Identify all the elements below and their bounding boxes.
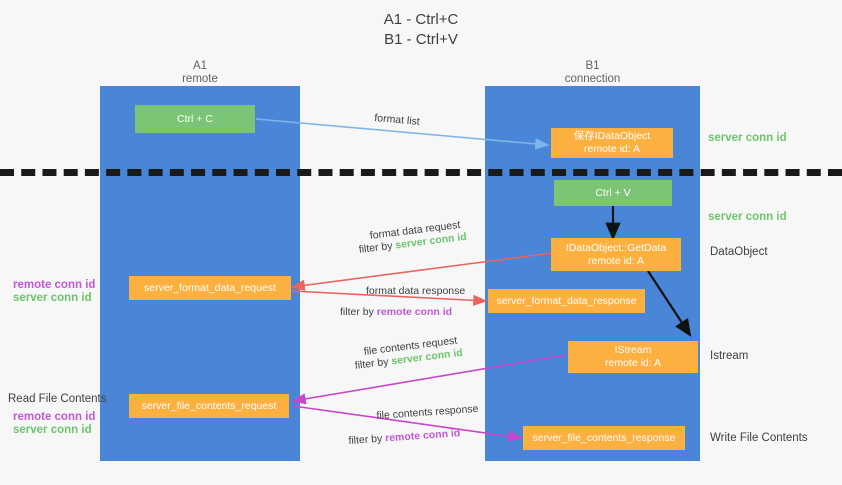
box-server-format-data-request[interactable]: server_format_data_request [129, 276, 291, 300]
title-line-1: A1 - Ctrl+C [383, 11, 459, 28]
box-getdata-line2: remote id: A [587, 254, 645, 267]
anno-fcres-filter-prefix: filter by [348, 432, 386, 447]
box-getdata-line1: IDataObject::GetData [565, 241, 667, 254]
lane-b1-subtitle: connection [564, 73, 621, 85]
box-server-file-contents-request-label: server_file_contents_request [141, 399, 277, 412]
title-line-2: B1 - Ctrl+V [384, 31, 458, 48]
anno-file-contents-response: file contents response [376, 402, 479, 422]
box-idataobject-getdata[interactable]: IDataObject::GetData remote id: A [551, 238, 681, 271]
box-save-idataobject[interactable]: 保存IDataObject remote id: A [551, 128, 673, 158]
lane-b1-name: B1 [585, 60, 600, 72]
label-remote-conn-id-bottom: remote conn id [13, 411, 96, 423]
anno-fcreq-filter-prefix: filter by [354, 355, 393, 372]
label-remote-conn-id-mid: remote conn id [13, 279, 96, 291]
label-server-conn-id-bottom: server conn id [13, 424, 92, 436]
diagram-title: A1 - Ctrl+C B1 - Ctrl+V [0, 10, 842, 50]
label-server-conn-id-left-mid: server conn id [13, 292, 92, 304]
anno-fcres-filter-value: remote conn id [384, 427, 461, 445]
box-server-file-contents-response[interactable]: server_file_contents_response [523, 426, 685, 450]
phase-divider [0, 169, 842, 176]
box-istream-line2: remote id: A [604, 357, 662, 369]
box-istream[interactable]: IStream remote id: A [568, 341, 698, 373]
box-server-format-data-response-label: server_format_data_response [496, 294, 637, 307]
label-istream: Istream [710, 350, 749, 362]
anno-fdres-filter-prefix: filter by [340, 306, 377, 318]
box-server-format-data-request-label: server_format_data_request [144, 281, 276, 294]
box-ctrl-v-label: Ctrl + V [595, 186, 631, 199]
anno-format-data-response-filter: filter by remote conn id [340, 305, 452, 320]
box-save-idataobject-line2: remote id: A [583, 143, 641, 155]
box-ctrl-c-label: Ctrl + C [177, 112, 213, 125]
anno-format-data-response: format data response [366, 285, 466, 297]
lane-header-a1: A1 remote [100, 60, 300, 86]
label-server-conn-id-mid: server conn id [708, 211, 787, 223]
label-server-conn-id-top: server conn id [708, 132, 787, 144]
box-save-idataobject-line1: 保存IDataObject [573, 130, 651, 142]
anno-fdreq-filter-prefix: filter by [358, 239, 397, 256]
box-ctrl-c[interactable]: Ctrl + C [135, 105, 255, 133]
lane-a1-subtitle: remote [182, 73, 218, 85]
box-server-file-contents-response-label: server_file_contents_response [532, 431, 676, 444]
label-data-object: DataObject [710, 246, 768, 258]
box-server-format-data-response[interactable]: server_format_data_response [488, 289, 645, 313]
lane-header-b1: B1 connection [485, 60, 700, 86]
box-istream-line1: IStream [614, 344, 652, 356]
label-write-file-contents: Write File Contents [710, 432, 808, 444]
label-read-file-contents: Read File Contents [8, 393, 107, 405]
anno-format-list: format list [373, 111, 421, 128]
box-ctrl-v[interactable]: Ctrl + V [554, 180, 672, 206]
anno-file-contents-response-filter: filter by remote conn id [348, 426, 461, 449]
lane-a1-name: A1 [192, 60, 208, 72]
anno-fdres-filter-value: remote conn id [376, 306, 453, 318]
box-server-file-contents-request[interactable]: server_file_contents_request [129, 394, 289, 418]
